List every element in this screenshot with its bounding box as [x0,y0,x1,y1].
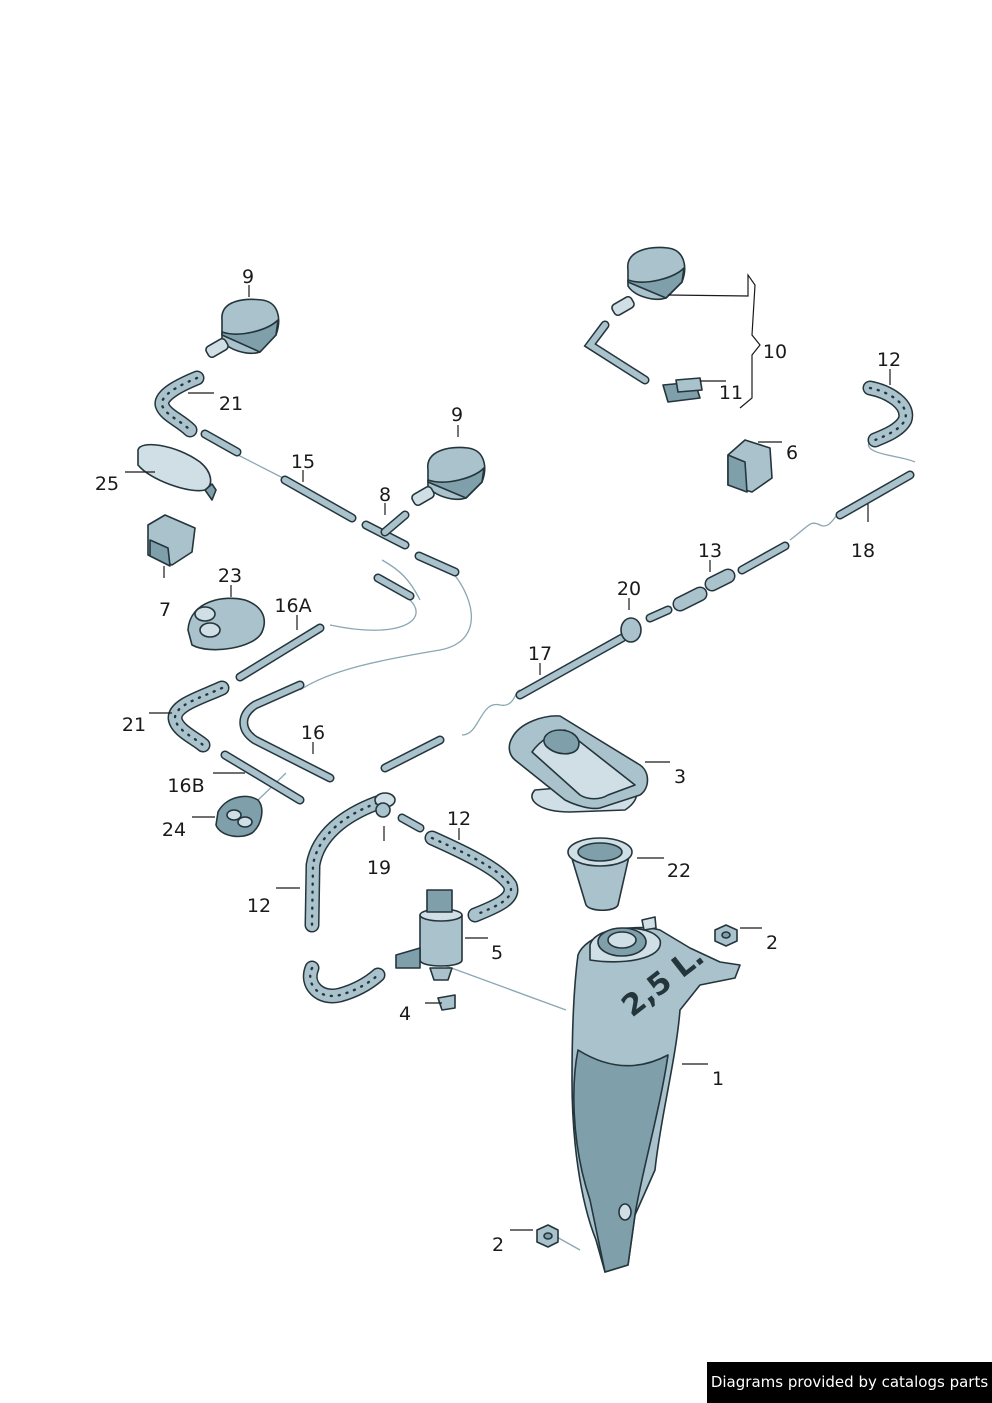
callout-23: 23 [218,565,242,587]
callout-7: 7 [159,599,171,621]
callout-2-upper: 2 [766,932,778,954]
part-19-clamp [374,792,396,818]
part-13-tube-pieces [672,541,790,612]
callout-11: 11 [719,382,743,404]
callout-22: 22 [667,860,691,882]
callout-16b: 16B [167,775,204,797]
callout-8: 8 [379,484,391,506]
leader-lines [125,273,891,1231]
callout-12-right: 12 [877,349,901,371]
part-6-bracket [727,439,773,493]
part-5-pump [395,889,463,981]
part-9-nozzle-left [205,298,280,359]
callout-6: 6 [786,442,798,464]
callout-1: 1 [712,1068,724,1090]
part-17-tube [515,633,627,700]
callout-4: 4 [399,1003,411,1025]
part-12-hose-left [302,795,386,1004]
callout-3: 3 [674,766,686,788]
tube-segment-upper [200,429,242,457]
callout-12-middle: 12 [447,808,471,830]
callout-21-lower: 21 [122,714,146,736]
part-2-nut-upper [714,924,738,947]
part-11-plug [662,377,703,403]
callout-21-upper: 21 [219,393,243,415]
part-10-heated-nozzle [583,246,686,385]
part-21-hose-upper [154,370,205,438]
callout-13: 13 [698,540,722,562]
part-12-hose-right [862,380,914,448]
part-12-hose-middle [397,813,519,923]
part-23-grommet [187,597,266,651]
part-3-filler-cover [508,715,649,813]
callout-16a: 16A [274,595,311,617]
part-1-reservoir: 2,5 L. [571,916,741,1273]
callout-19: 19 [367,857,391,879]
callout-18: 18 [851,540,875,562]
callout-9-left: 9 [242,266,254,288]
callout-17: 17 [528,643,552,665]
part-20-connector [620,605,673,643]
part-8-t-connector [361,510,410,550]
tube-segment-low [380,735,445,773]
part-25-cover [137,443,217,501]
tube-segments-mid [373,551,460,601]
callout-10: 10 [763,341,787,363]
part-22-strainer [567,837,633,912]
part-21-hose-lower [167,680,230,753]
callout-labels: 9 21 15 8 9 25 7 23 16A 21 16 16B 24 12 … [95,266,901,1256]
part-7-clip [147,514,196,567]
callout-15: 15 [291,451,315,473]
part-9-nozzle-middle [411,446,486,507]
part-4-grommet [437,994,456,1011]
part-16b-tube [220,750,305,805]
watermark-banner: Diagrams provided by catalogs parts [707,1362,992,1403]
part-24-grommet [215,795,263,838]
callout-12-left: 12 [247,895,271,917]
callout-2-lower: 2 [492,1234,504,1256]
callout-20: 20 [617,578,641,600]
callout-5: 5 [491,942,503,964]
part-16a-tube [235,623,325,682]
callout-9-middle: 9 [451,404,463,426]
guide-lines [237,439,916,1251]
callout-16: 16 [301,722,325,744]
part-2-nut-lower [536,1224,559,1248]
part-18-tube [835,470,915,520]
part-16-bent-tube [239,680,335,783]
part-15-tube [280,475,357,523]
callout-25: 25 [95,473,119,495]
callout-24: 24 [162,819,186,841]
